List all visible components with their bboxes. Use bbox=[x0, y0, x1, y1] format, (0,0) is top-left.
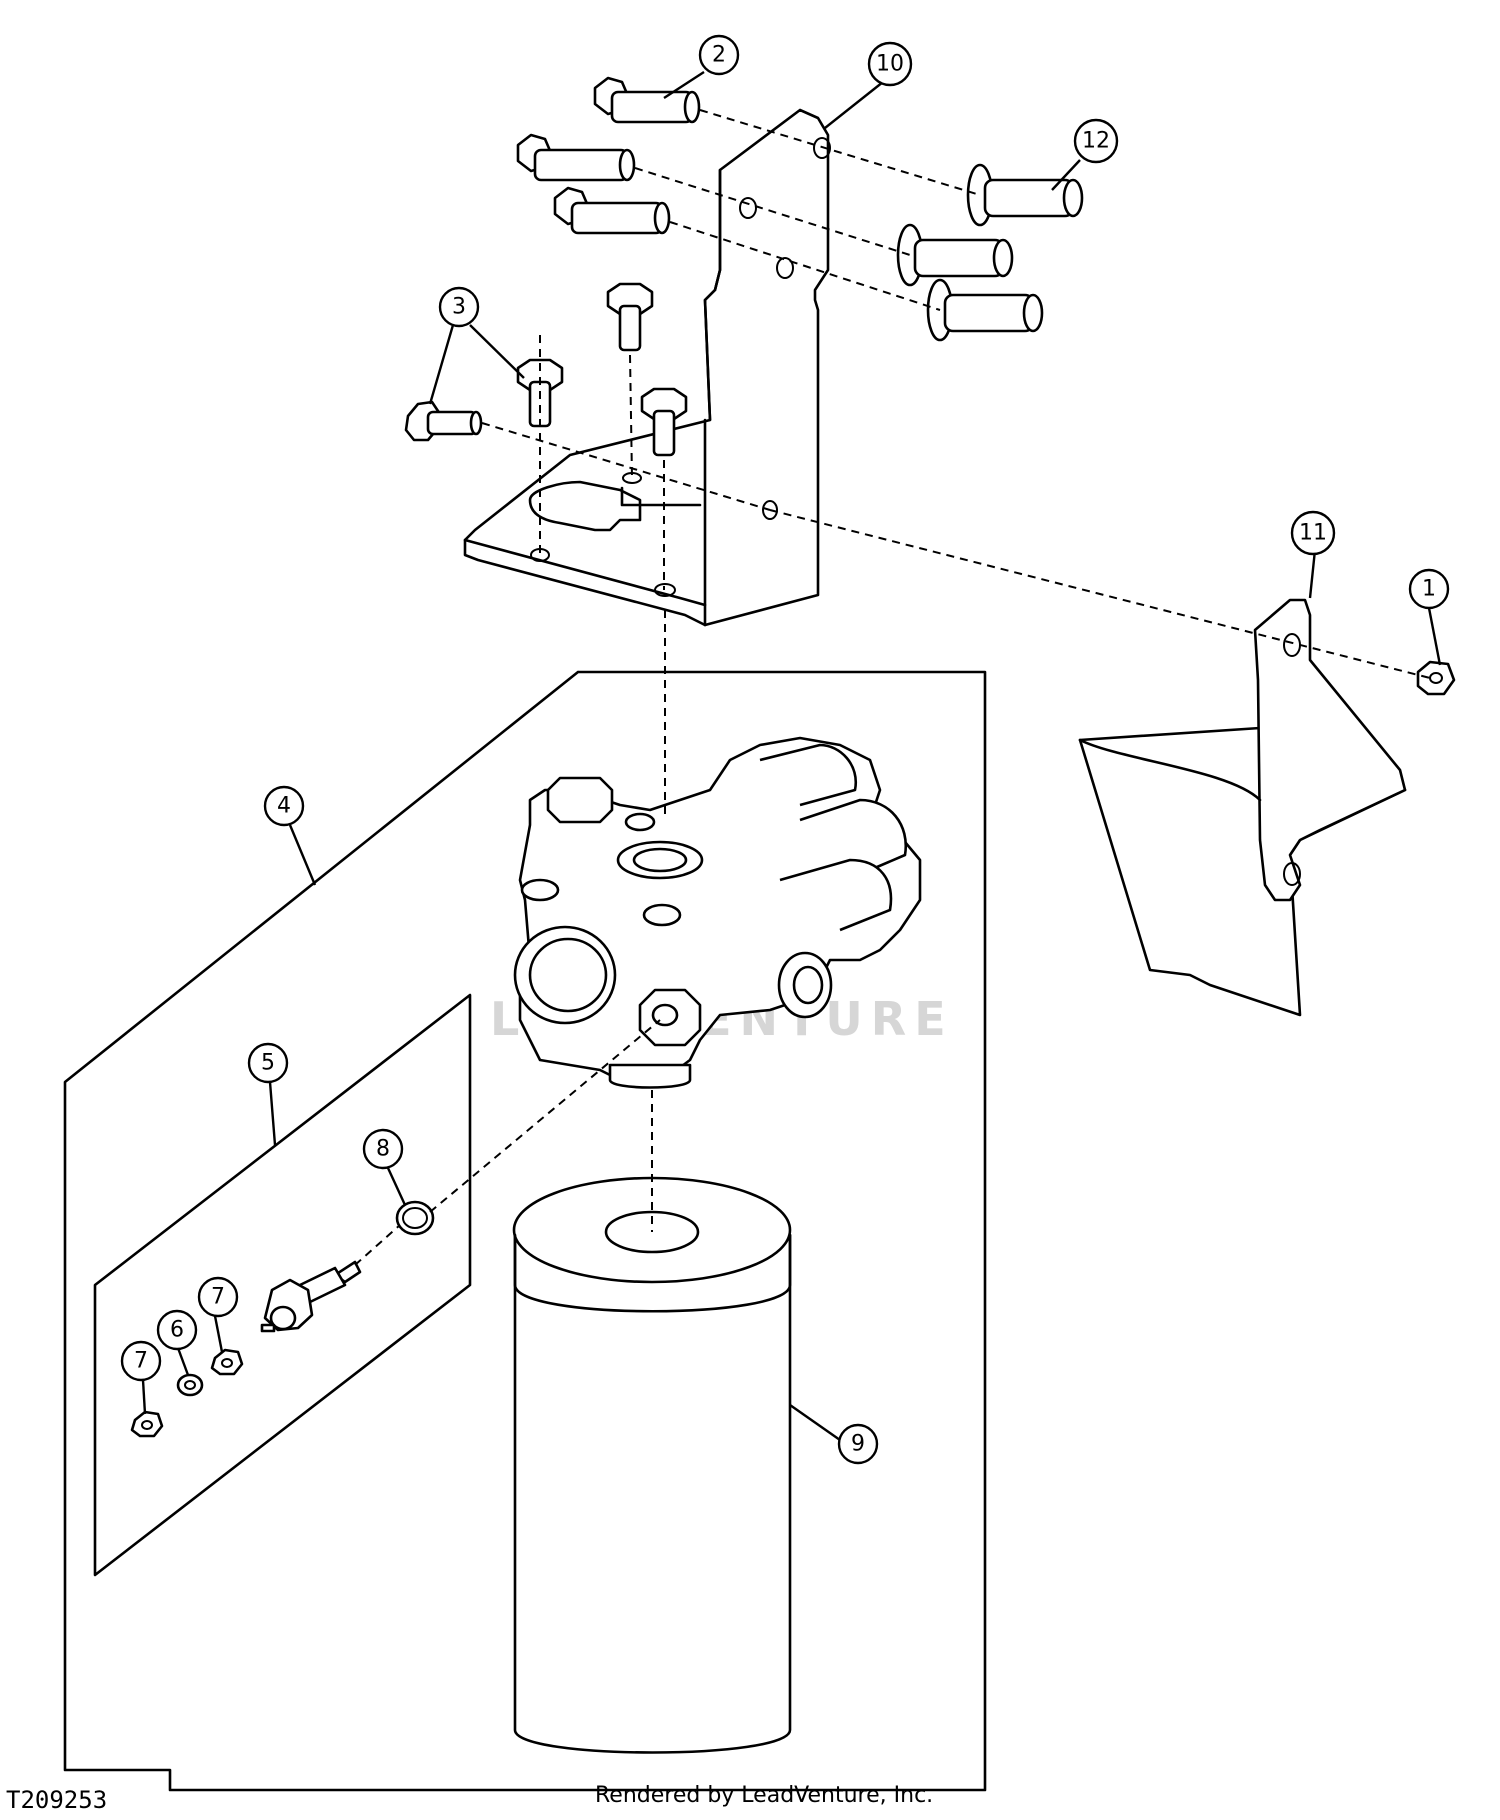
callout-10: 10 bbox=[867, 41, 913, 87]
assembly-5-outline bbox=[93, 993, 472, 1577]
callout-label: 10 bbox=[876, 52, 904, 77]
shield-bracket bbox=[1078, 598, 1407, 1017]
washer-6 bbox=[176, 1373, 204, 1397]
callout-9: 9 bbox=[837, 1423, 879, 1465]
o-ring bbox=[395, 1200, 435, 1236]
callout-label: 7 bbox=[134, 1349, 148, 1374]
spacer-12c bbox=[926, 278, 1044, 342]
callout-3: 3 bbox=[438, 286, 480, 328]
flange-nut-1 bbox=[1416, 660, 1456, 696]
callout-label: 1 bbox=[1422, 577, 1436, 602]
callout-4: 4 bbox=[263, 785, 305, 827]
callout-5: 5 bbox=[247, 1042, 289, 1084]
leader-lines bbox=[141, 70, 1442, 1441]
callout-7-lower: 7 bbox=[120, 1340, 162, 1382]
nut-7-lower bbox=[130, 1410, 164, 1438]
flange-bolt-2c bbox=[553, 186, 671, 235]
callout-label: 12 bbox=[1082, 129, 1110, 154]
assembly-lines bbox=[354, 109, 1431, 1266]
nut-7-upper bbox=[210, 1348, 244, 1376]
flange-bolt-2a bbox=[593, 76, 701, 124]
callout-12: 12 bbox=[1073, 118, 1119, 164]
callout-7-upper: 7 bbox=[197, 1276, 239, 1318]
callout-label: 4 bbox=[277, 794, 291, 819]
callout-label: 11 bbox=[1299, 521, 1327, 546]
assembly-4-outline bbox=[63, 670, 987, 1792]
callout-label: 9 bbox=[851, 1432, 865, 1457]
figure-id: T209253 bbox=[6, 1786, 107, 1814]
callout-6: 6 bbox=[156, 1309, 198, 1351]
flange-bolt-3a bbox=[606, 282, 654, 352]
callout-label: 8 bbox=[376, 1137, 390, 1162]
callout-2: 2 bbox=[698, 34, 740, 76]
filter-head bbox=[513, 736, 922, 1089]
callout-11: 11 bbox=[1290, 510, 1336, 556]
callout-8: 8 bbox=[362, 1128, 404, 1170]
callout-label: 7 bbox=[211, 1285, 225, 1310]
callout-label: 2 bbox=[712, 43, 726, 68]
callout-label: 3 bbox=[452, 295, 466, 320]
flange-bolt-2b bbox=[516, 133, 636, 182]
flange-bolt-3d bbox=[404, 400, 483, 442]
spacer-12b bbox=[896, 223, 1014, 287]
filter-element bbox=[512, 1176, 792, 1754]
mounting-bracket bbox=[463, 108, 831, 627]
pressure-switch bbox=[260, 1260, 362, 1333]
render-credit: Rendered by LeadVenture, Inc. bbox=[595, 1783, 933, 1808]
flange-bolt-3c bbox=[640, 387, 688, 457]
callout-label: 6 bbox=[170, 1318, 184, 1343]
callout-label: 5 bbox=[261, 1051, 275, 1076]
spacer-12a bbox=[966, 163, 1084, 227]
callout-1: 1 bbox=[1408, 568, 1450, 610]
